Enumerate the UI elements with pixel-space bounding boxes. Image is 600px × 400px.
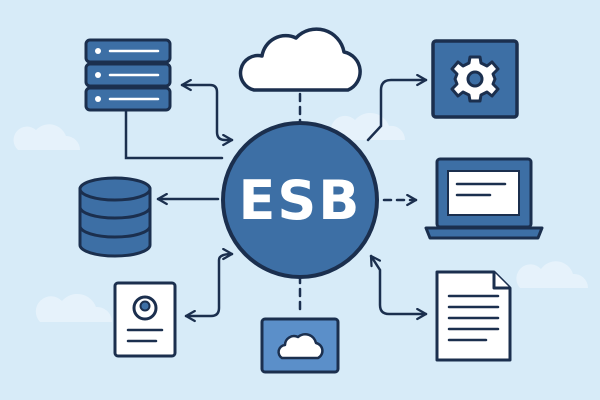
document-icon bbox=[435, 270, 512, 362]
connectors bbox=[124, 73, 428, 323]
database-icon bbox=[78, 176, 152, 258]
profile-card-icon bbox=[113, 281, 177, 358]
laptop-icon bbox=[424, 157, 544, 240]
connector-document bbox=[369, 254, 428, 321]
connector-gear bbox=[366, 73, 428, 142]
connector-server-tail bbox=[124, 106, 224, 160]
server-rack-icon bbox=[84, 38, 172, 112]
cloud-icon bbox=[238, 27, 362, 92]
connector-profile bbox=[184, 247, 234, 323]
gear-icon bbox=[431, 39, 519, 119]
esb-hub: ESB bbox=[221, 121, 379, 279]
cloud-window-icon bbox=[260, 317, 340, 374]
esb-hub-label: ESB bbox=[239, 169, 362, 232]
background-clouds bbox=[13, 112, 588, 322]
connector-server bbox=[180, 78, 234, 147]
